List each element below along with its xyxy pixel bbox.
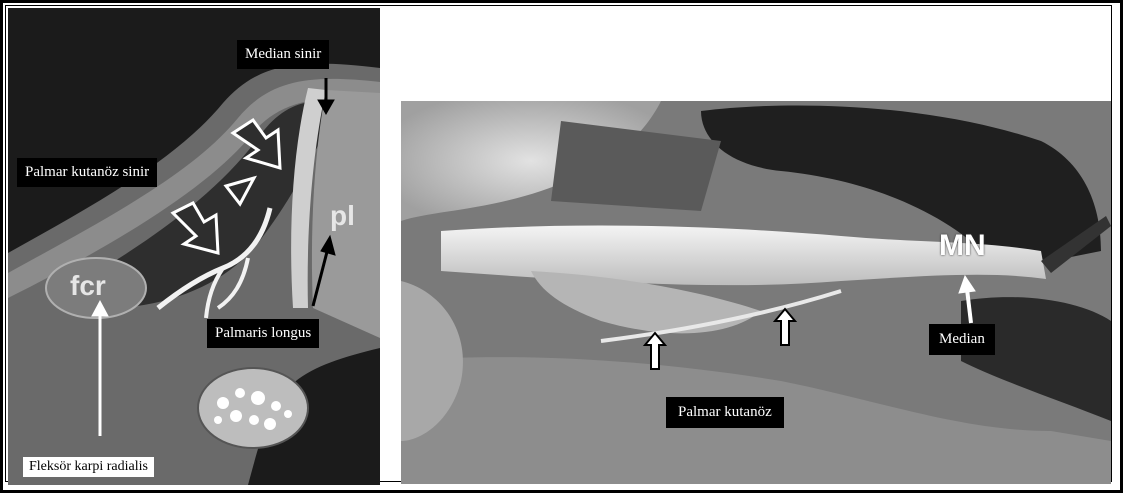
median-sinir-label: Median sinir [237,40,329,69]
surgical-photo: MN Median Palmar kutanöz [401,101,1111,484]
palmaris-longus-label: Palmaris longus [207,319,319,348]
mn-letter: MN [939,229,986,263]
palmar-kutanoz-sinir-label: Palmar kutanöz sinir [17,158,157,187]
tendon-bundle [198,368,308,448]
pl-letter: pl [330,200,355,232]
illustration-svg [8,8,380,485]
palmar-kutanoz-label: Palmar kutanöz [666,397,784,428]
anatomy-illustration: fcr pl Median sinir Palmar kutanöz sinir… [8,8,380,485]
median-label: Median [929,324,995,355]
fcr-letter: fcr [70,270,106,302]
fleksor-karpi-radialis-label: Fleksör karpi radialis [23,457,154,477]
